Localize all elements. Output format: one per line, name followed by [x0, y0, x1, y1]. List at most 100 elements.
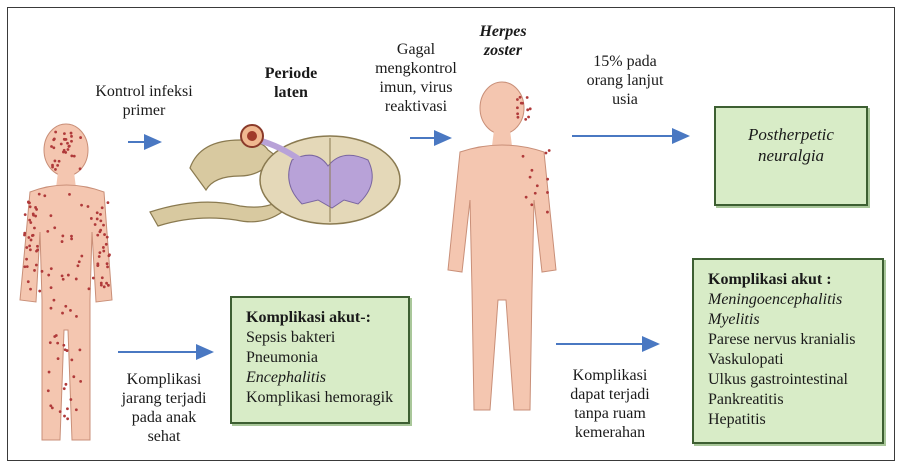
rash-dot — [99, 229, 102, 232]
rash-dot — [76, 264, 79, 267]
rash-dot — [38, 290, 41, 293]
rash-dot — [536, 184, 539, 187]
rash-dot — [75, 315, 78, 318]
rash-dot — [24, 213, 27, 216]
rash-dot — [546, 178, 549, 181]
rare-complications-label: Komplikasi jarang terjadi pada anak seha… — [114, 370, 214, 446]
rash-dot — [545, 152, 548, 155]
rash-dot — [63, 415, 66, 418]
elderly-label: 15% pada orang lanjut usia — [584, 52, 666, 109]
rash-dot — [70, 238, 73, 241]
rash-dot — [61, 235, 64, 238]
rash-dot — [53, 138, 56, 141]
rash-dot — [66, 349, 69, 352]
rash-dot — [63, 387, 66, 390]
rash-dot — [546, 191, 549, 194]
rash-dot — [99, 213, 102, 216]
rash-dot — [50, 286, 53, 289]
rash-dot — [98, 251, 101, 254]
rash-dot — [23, 265, 26, 268]
rash-dot — [59, 410, 62, 413]
rash-dot — [23, 234, 26, 237]
spinal-cord-illustration — [150, 125, 400, 226]
rash-dot — [106, 236, 109, 239]
rash-dot — [529, 107, 532, 110]
herpes-zoster-label: Herpes zoster — [468, 22, 538, 60]
rash-dot — [525, 196, 528, 199]
rash-dot — [64, 138, 67, 141]
rash-dot — [106, 265, 109, 268]
rash-dot — [69, 309, 72, 312]
rash-dot — [73, 155, 76, 158]
rash-dot — [65, 383, 68, 386]
rash-dot — [35, 250, 38, 253]
rash-dot — [68, 193, 71, 196]
rash-dot — [92, 277, 95, 280]
rash-dot — [79, 380, 82, 383]
complication-item: Pankreatitis — [708, 390, 882, 410]
rash-dot — [57, 357, 60, 360]
rash-dot — [75, 408, 78, 411]
rash-dot — [51, 406, 54, 409]
rash-dot — [25, 246, 28, 249]
rash-dot — [105, 243, 108, 246]
rash-dot — [61, 240, 64, 243]
complication-item: Parese nervus kranialis — [708, 330, 882, 350]
rash-dot — [28, 244, 31, 247]
rash-dot — [70, 135, 73, 138]
rash-dot — [50, 267, 53, 270]
rash-dot — [62, 344, 65, 347]
rash-dot — [70, 132, 73, 135]
rash-dot — [53, 299, 56, 302]
rash-dot — [31, 234, 34, 237]
rash-dot — [61, 274, 64, 277]
rash-dot — [102, 250, 105, 253]
primary-complications-title: Komplikasi akut-: — [246, 308, 408, 328]
complication-item: Komplikasi hemoragik — [246, 388, 408, 408]
rash-dot — [106, 262, 109, 265]
rash-dot — [54, 168, 57, 171]
zoster-complications-box: Komplikasi akut : Meningoencephalitis My… — [692, 258, 884, 444]
rash-dot — [101, 206, 104, 209]
zoster-complications-title: Komplikasi akut : — [708, 270, 882, 290]
rash-dot — [79, 167, 82, 170]
complication-item: Myelitis — [708, 310, 882, 330]
rash-dot — [35, 208, 38, 211]
rash-dot — [78, 348, 81, 351]
rash-dot — [548, 149, 551, 152]
rash-dot — [529, 176, 532, 179]
reactivation-label: Gagal mengkontrol imun, virus reaktivasi — [368, 40, 464, 116]
rash-dot — [34, 215, 37, 218]
rash-dot — [88, 287, 91, 290]
rash-dot — [64, 305, 67, 308]
rash-dot — [50, 145, 53, 148]
rash-dot — [96, 262, 99, 265]
complication-item: Encephalitis — [246, 368, 408, 388]
rash-dot — [61, 312, 64, 315]
rash-dot — [33, 269, 36, 272]
postherpetic-neuralgia-text: Postherpetic neuralgia — [734, 124, 848, 166]
rash-dot — [29, 288, 32, 291]
rash-dot — [29, 221, 32, 224]
rash-dot — [69, 398, 72, 401]
rash-dot — [524, 118, 527, 121]
rash-dot — [100, 282, 103, 285]
rash-dot — [38, 193, 41, 196]
rash-dot — [103, 233, 106, 236]
rash-dot — [516, 106, 519, 109]
rash-dot — [62, 278, 65, 281]
rash-dot — [50, 307, 53, 310]
rash-dot — [78, 260, 81, 263]
rash-dot — [27, 280, 30, 283]
rash-dot — [49, 214, 52, 217]
rash-dot — [526, 108, 529, 111]
rash-dot — [530, 203, 533, 206]
rash-dot — [67, 148, 70, 151]
rash-dot — [56, 342, 59, 345]
complication-item: Vaskulopati — [708, 350, 882, 370]
rash-dot — [531, 169, 534, 172]
rash-dot — [66, 417, 69, 420]
rash-dot — [47, 389, 50, 392]
rash-dot — [80, 255, 83, 258]
rash-dot — [522, 155, 525, 158]
